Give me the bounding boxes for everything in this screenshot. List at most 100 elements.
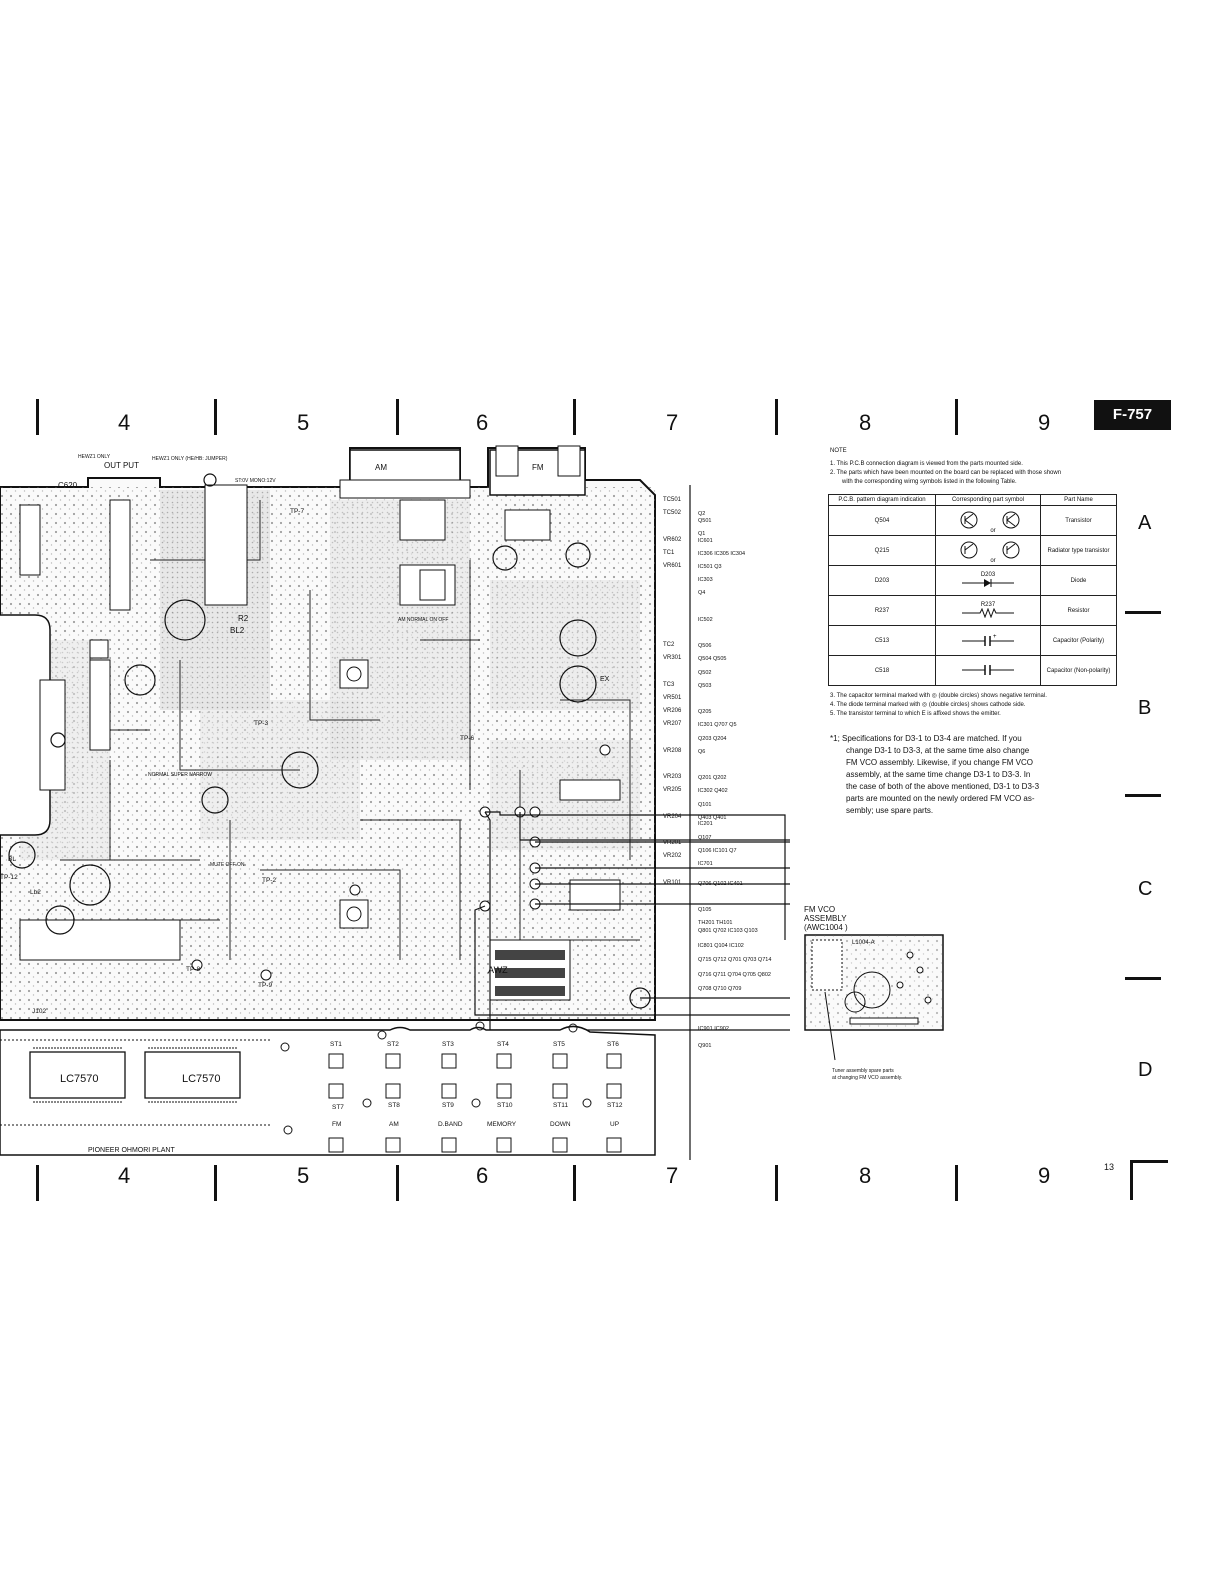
column-divider (396, 399, 399, 435)
reference-designator: Q801 Q702 IC103 Q103 (698, 928, 758, 935)
normal-super-label: NORMAL SUPER NARROW (148, 772, 212, 778)
reference-designator: IC302 Q402 (698, 788, 728, 795)
corner-mark (1130, 1160, 1133, 1200)
column-number-9: 9 (1038, 1163, 1051, 1188)
lb2-label: Lb2 (30, 889, 41, 896)
part-name-cell: Capacitor (Polarity) (1040, 625, 1117, 656)
switch-label: ST4 (497, 1041, 509, 1048)
reference-designator: IC601 (698, 537, 713, 544)
reference-designator: IC501 Q3 (698, 564, 722, 570)
pattern-label: R237 (874, 607, 890, 614)
reference-designator: IC306 IC305 IC304 (698, 550, 746, 557)
lc7570-chip-a (29, 1051, 126, 1099)
row-letter-a: A (1138, 512, 1152, 534)
spec-line: assembly, at the same time change D3-1 t… (846, 770, 1031, 779)
pattern-label: Q504 (874, 517, 890, 524)
reference-designator: VR207 (663, 721, 682, 728)
reference-designator: IC801 Q104 IC102 (698, 942, 744, 949)
pattern-label: D203 (874, 577, 890, 584)
reference-designator: TC1 (663, 549, 675, 556)
table-header: Part Name (1040, 494, 1117, 506)
reference-designator: VR601 (663, 563, 682, 569)
reference-designator: Q101 (698, 801, 712, 808)
diode-icon (962, 578, 1014, 587)
column-divider (573, 1165, 576, 1201)
reference-designator: Q716 Q711 Q704 Q705 Q802 (698, 971, 771, 978)
reference-designator: TC502 (663, 510, 682, 517)
reference-designator: IC701 (698, 861, 713, 867)
reference-designator: Q1 (698, 531, 706, 537)
switch-label: ST1 (330, 1041, 342, 1048)
tuner-note-line: Tuner assembly spare parts (832, 1068, 894, 1074)
reference-designator: IC201 (698, 821, 713, 828)
column-number-4: 4 (118, 1163, 131, 1188)
fm-vco-assembly (804, 934, 944, 1031)
tp6-label: TP-6 (460, 735, 475, 742)
table-row: Q504 or Transistor (828, 505, 1117, 536)
reference-designator: IC303 (698, 577, 713, 584)
pattern-label: Q215 (874, 547, 890, 554)
switch-label: ST7 (332, 1104, 344, 1111)
switch-label: AM (389, 1121, 399, 1128)
column-divider (775, 399, 778, 435)
column-number-8: 8 (859, 1163, 872, 1188)
tp2-label: TP-2 (262, 877, 277, 884)
column-number-6: 6 (476, 410, 489, 435)
switch-label: ST10 (497, 1102, 513, 1109)
reference-designator: Q2 (698, 511, 706, 518)
spec-note: *1; Specifications for D3-1 to D3-4 are … (830, 733, 1092, 817)
symbol-cell: R237 (935, 595, 1041, 626)
vco-title: FM VCO ASSEMBLY (AWC1004 ) (804, 905, 848, 932)
reference-designator: Q706 Q102 IC401 (698, 880, 743, 887)
row-divider (1125, 611, 1161, 614)
reference-designator: VR501 (663, 695, 682, 701)
note-item: 3. The capacitor terminal marked with ◎ … (830, 693, 1047, 699)
pattern-cell: Q215 (828, 535, 936, 566)
am-normal-label: AM NORMAL ON OFF (398, 617, 449, 623)
column-number-4: 4 (118, 410, 131, 435)
symbol-label: R237 (980, 601, 996, 608)
reference-designator: TH201 TH101 (698, 920, 733, 927)
hewz1-jumper-label: HEWZ1 ONLY (HE/HB: JUMPER) (152, 456, 228, 462)
vco-board-label: L1004-A (852, 940, 875, 946)
tuner-note-line: at changing FM VCO assembly. (832, 1075, 903, 1081)
table-row: C518 Capacitor (Non-polarity) (828, 655, 1117, 686)
column-divider (955, 1165, 958, 1201)
reference-designator: VR205 (663, 787, 682, 794)
symbol-cell (935, 655, 1041, 686)
symbol-cell: + (935, 625, 1041, 656)
column-number-7: 7 (666, 410, 679, 435)
am-label: AM (375, 463, 387, 472)
reference-designator: Q504 Q505 (698, 656, 727, 663)
tp7-label: TP-7 (290, 508, 305, 515)
switch-label: ST6 (607, 1041, 619, 1048)
symbol-cell: or (935, 505, 1041, 536)
ex-label: EX (600, 676, 610, 683)
reference-designator: VR101 (663, 879, 682, 886)
reference-designator: Q901 (698, 1043, 712, 1050)
lc7570-chip-b (144, 1051, 241, 1099)
column-number-8: 8 (859, 410, 872, 435)
reference-designator: Q708 Q710 Q709 (698, 986, 742, 993)
radiator-transistor-icon (960, 541, 978, 558)
reference-designator: Q715 Q712 Q701 Q703 Q714 (698, 957, 772, 964)
reference-designator: VR301 (663, 655, 682, 662)
switch-label: D.BAND (438, 1121, 463, 1128)
vco-title-line: ASSEMBLY (804, 914, 847, 923)
column-divider (36, 399, 39, 435)
spec-line: the case of both of the above mentioned,… (846, 782, 1040, 791)
awz-label: AWZ (488, 965, 508, 975)
pattern-label: C513 (874, 637, 890, 644)
spec-line: FM VCO assembly. Likewise, if you change… (846, 758, 1034, 767)
transistor-icon (960, 511, 978, 528)
j102-label: J102 (32, 1008, 47, 1015)
bl2-label: BL2 (230, 626, 245, 635)
switch-label: ST11 (553, 1102, 569, 1109)
pattern-label: C518 (874, 667, 890, 674)
symbol-label: D203 (980, 571, 996, 578)
resistor-icon (962, 607, 1014, 618)
reference-designator: Q503 (698, 682, 712, 689)
reference-designator: Q203 Q204 (698, 735, 727, 742)
reference-designator: VR602 (663, 536, 682, 543)
hewz1-only-label: HEWZ1 ONLY (78, 454, 111, 460)
